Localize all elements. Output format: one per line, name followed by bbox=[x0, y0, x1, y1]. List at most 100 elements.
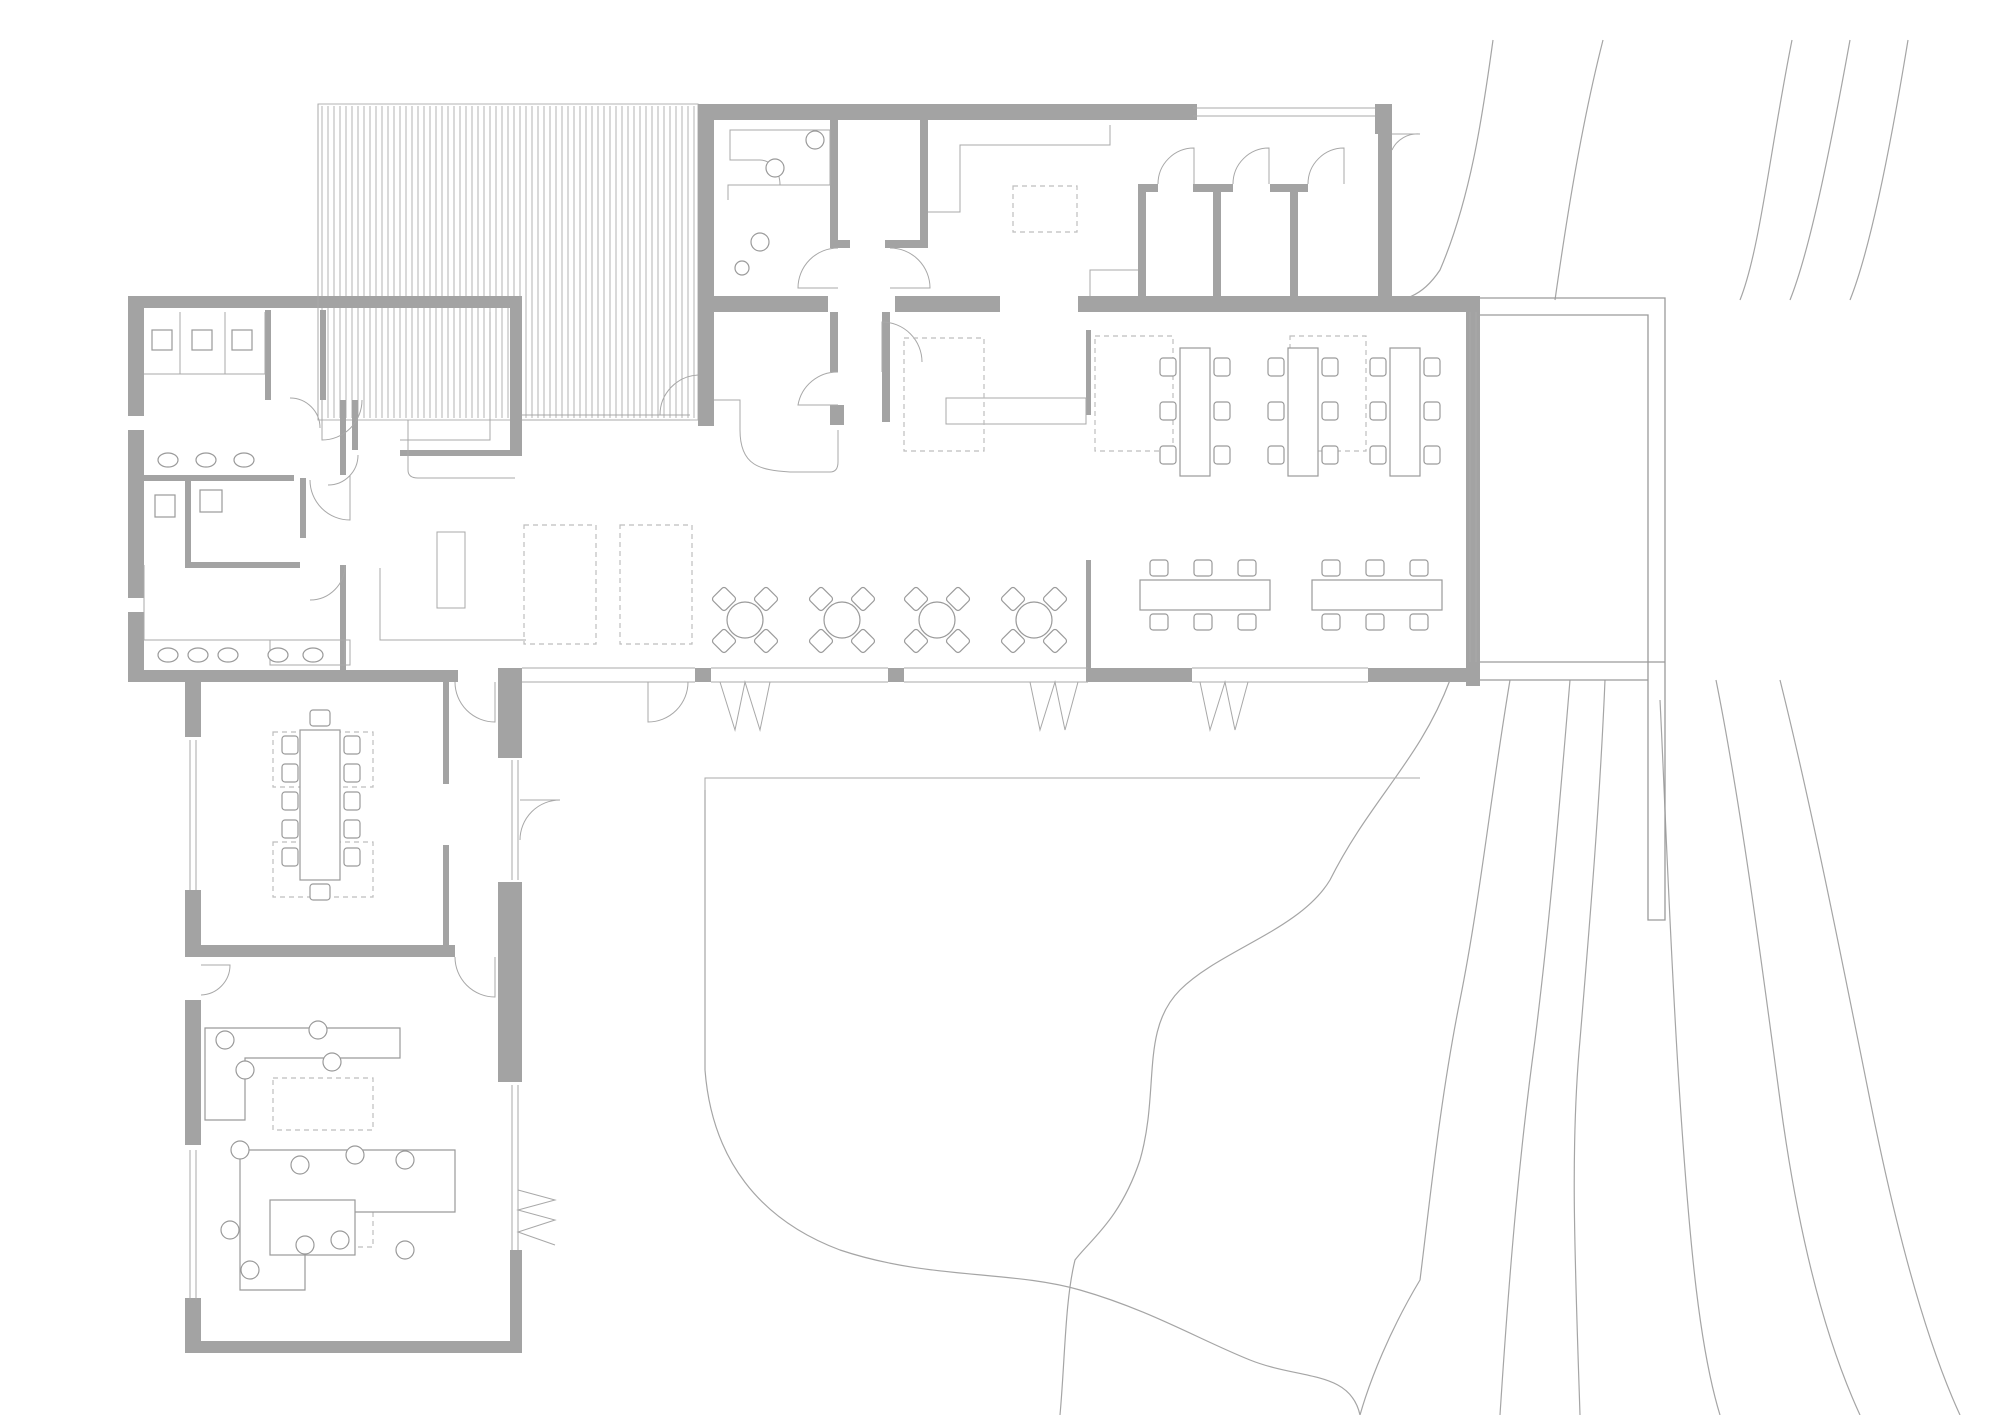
chair bbox=[1193, 559, 1213, 577]
wall bbox=[185, 562, 300, 568]
chair bbox=[1000, 628, 1026, 654]
wall bbox=[265, 310, 271, 400]
wall bbox=[895, 296, 1000, 312]
chair bbox=[1042, 586, 1068, 612]
office-chair bbox=[322, 1052, 342, 1072]
chair bbox=[1409, 559, 1429, 577]
chair bbox=[903, 586, 929, 612]
chair bbox=[1149, 559, 1169, 577]
wall bbox=[888, 668, 904, 682]
wall bbox=[830, 405, 844, 425]
wall bbox=[443, 682, 449, 784]
chair bbox=[850, 586, 876, 612]
chair bbox=[808, 586, 834, 612]
furniture bbox=[204, 129, 1443, 1291]
contour-line bbox=[1715, 679, 1861, 1415]
chair bbox=[1267, 357, 1285, 377]
chair bbox=[1000, 586, 1026, 612]
door-swings bbox=[200, 133, 1421, 998]
contour-line bbox=[1789, 39, 1851, 301]
bifold-doors bbox=[516, 680, 1249, 1246]
chair bbox=[343, 763, 361, 783]
chair bbox=[343, 735, 361, 755]
contour-line bbox=[1849, 39, 1909, 301]
wall bbox=[300, 478, 306, 538]
meeting-table bbox=[299, 729, 341, 881]
wall bbox=[144, 475, 294, 481]
chair bbox=[850, 628, 876, 654]
chair bbox=[1213, 357, 1231, 377]
office-chair bbox=[750, 232, 770, 252]
wall bbox=[1270, 184, 1308, 192]
office-chair bbox=[734, 260, 750, 276]
chair bbox=[1321, 357, 1339, 377]
table bbox=[1287, 347, 1319, 477]
chair bbox=[1423, 357, 1441, 377]
chair bbox=[753, 586, 779, 612]
wall bbox=[1378, 104, 1392, 174]
wall bbox=[498, 668, 522, 758]
chair bbox=[281, 791, 299, 811]
table bbox=[1311, 579, 1443, 611]
round-table bbox=[918, 601, 956, 639]
chair bbox=[1237, 613, 1257, 631]
wall bbox=[830, 120, 838, 240]
chair bbox=[753, 628, 779, 654]
contour-line bbox=[1059, 679, 1451, 1415]
wall bbox=[510, 296, 522, 456]
office-chair bbox=[395, 1150, 415, 1170]
chair bbox=[945, 586, 971, 612]
wall bbox=[352, 400, 358, 450]
chair bbox=[1321, 401, 1339, 421]
office-chair bbox=[230, 1140, 250, 1160]
wall bbox=[920, 120, 928, 240]
office-chair bbox=[235, 1060, 255, 1080]
office-chair bbox=[765, 158, 785, 178]
chair bbox=[808, 628, 834, 654]
contour-line bbox=[1779, 679, 1961, 1415]
chair bbox=[1321, 559, 1341, 577]
contour-line bbox=[1389, 39, 1494, 301]
chair bbox=[309, 883, 331, 901]
contour-line bbox=[1659, 699, 1721, 1415]
round-table bbox=[726, 601, 764, 639]
chair bbox=[281, 763, 299, 783]
wc-fixtures bbox=[151, 329, 324, 663]
contour-line bbox=[704, 790, 1361, 1415]
wall bbox=[695, 668, 711, 682]
wall bbox=[1290, 184, 1298, 296]
office-chair bbox=[215, 1030, 235, 1050]
wall bbox=[185, 1000, 201, 1145]
wall bbox=[882, 312, 890, 422]
chair bbox=[1213, 401, 1231, 421]
chair bbox=[281, 847, 299, 867]
wall bbox=[1086, 560, 1091, 682]
chair bbox=[309, 709, 331, 727]
office-chair bbox=[330, 1230, 350, 1250]
site-contours bbox=[704, 39, 1961, 1415]
wall bbox=[885, 240, 928, 248]
office-chair bbox=[805, 130, 825, 150]
chair bbox=[1267, 401, 1285, 421]
chair bbox=[1365, 559, 1385, 577]
chair bbox=[1159, 445, 1177, 465]
chair bbox=[1213, 445, 1231, 465]
wall bbox=[1138, 184, 1158, 192]
chair bbox=[1369, 445, 1387, 465]
wall bbox=[1378, 174, 1392, 298]
chair bbox=[903, 628, 929, 654]
round-table bbox=[1015, 601, 1053, 639]
chair bbox=[1423, 401, 1441, 421]
wall bbox=[1466, 296, 1480, 686]
contour-line bbox=[1554, 39, 1604, 301]
wall bbox=[128, 296, 522, 308]
chair bbox=[1321, 445, 1339, 465]
wall bbox=[698, 104, 818, 120]
chair bbox=[711, 628, 737, 654]
wall bbox=[1193, 184, 1233, 192]
wall bbox=[812, 104, 1197, 120]
table bbox=[1389, 347, 1421, 477]
wall bbox=[185, 682, 201, 737]
chair bbox=[1159, 357, 1177, 377]
